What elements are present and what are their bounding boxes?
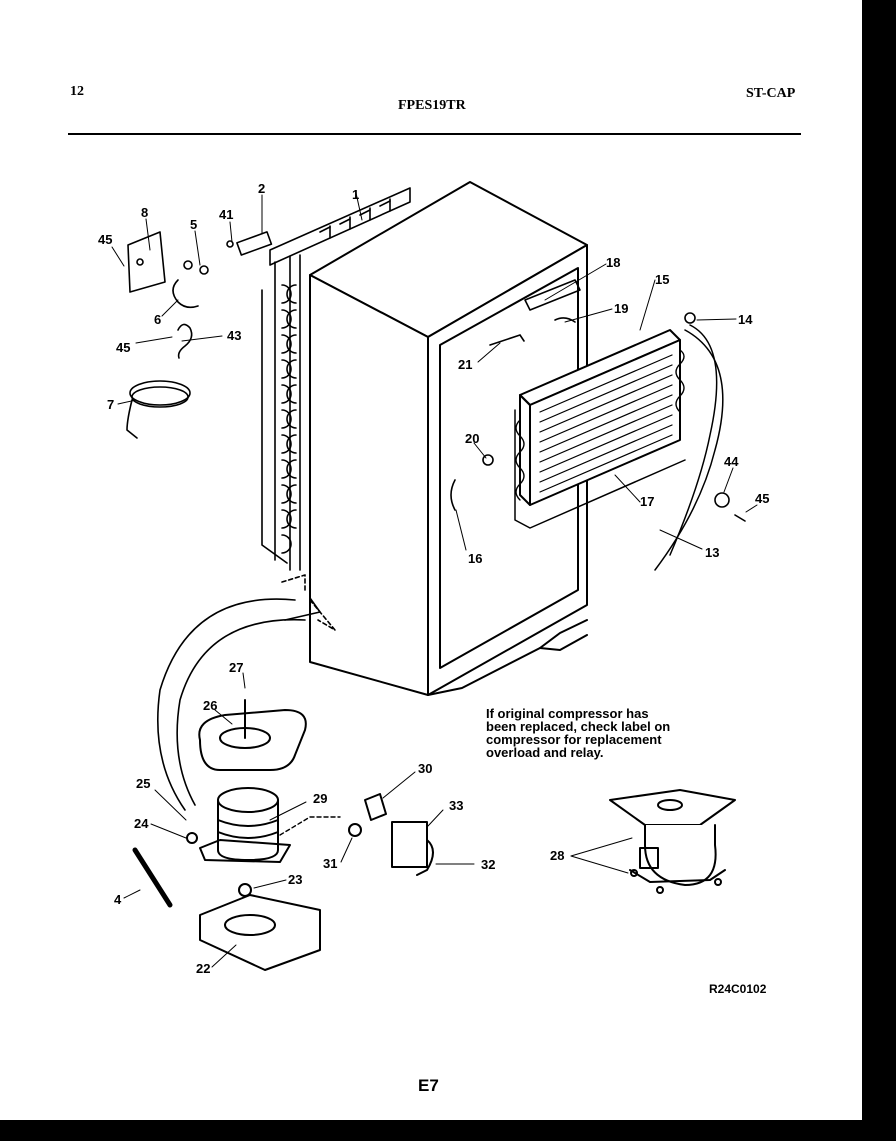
relay-parts-drawing xyxy=(279,793,434,876)
replacement-compressor-drawing xyxy=(609,789,736,894)
callout-16: 16 xyxy=(468,551,482,566)
callout-22: 22 xyxy=(196,961,210,976)
callout-32: 32 xyxy=(481,857,495,872)
note-line-4: overload and relay. xyxy=(486,745,604,760)
callout-44: 44 xyxy=(724,454,739,469)
figure-code: R24C0102 xyxy=(709,982,767,996)
callout-6: 6 xyxy=(154,312,161,327)
bracket-parts-drawing xyxy=(126,231,273,439)
evaporator-drawing xyxy=(514,324,724,571)
parts-sheet: 12 FPES19TR ST-CAP xyxy=(0,0,862,1120)
callout-33: 33 xyxy=(449,798,463,813)
header-rule xyxy=(68,133,801,135)
callout-15: 15 xyxy=(655,272,669,287)
callout-20: 20 xyxy=(465,431,479,446)
note-line-1: If original compressor has xyxy=(486,706,649,721)
cabinet-parts-drawing xyxy=(450,279,746,522)
callout-27: 27 xyxy=(229,660,243,675)
callout-14: 14 xyxy=(738,312,753,327)
callout-2: 2 xyxy=(258,181,265,196)
page-code: E7 xyxy=(418,1076,439,1095)
callout-45a: 45 xyxy=(98,232,112,247)
direction-arrow-drawing xyxy=(157,574,336,811)
callout-4: 4 xyxy=(114,892,122,907)
callout-30: 30 xyxy=(418,761,432,776)
callout-45c: 45 xyxy=(755,491,769,506)
compressor-replacement-note: If original compressor has been replaced… xyxy=(486,707,670,759)
callout-21: 21 xyxy=(458,357,472,372)
model-number: FPES19TR xyxy=(398,98,466,113)
callout-7: 7 xyxy=(107,397,114,412)
page-number: 12 xyxy=(70,84,84,99)
callout-19: 19 xyxy=(614,301,628,316)
callout-26: 26 xyxy=(203,698,217,713)
callout-45b: 45 xyxy=(116,340,130,355)
callout-25: 25 xyxy=(136,776,150,791)
callout-43: 43 xyxy=(227,328,241,343)
callout-13: 13 xyxy=(705,545,719,560)
compressor-drawing xyxy=(132,699,321,971)
cabinet-drawing xyxy=(309,181,588,696)
callout-28: 28 xyxy=(550,848,564,863)
note-line-2: been replaced, check label on xyxy=(486,719,671,734)
callout-23: 23 xyxy=(288,872,302,887)
callout-labels: 2 1 8 41 5 45 6 45 43 7 18 15 19 14 21 2… xyxy=(98,181,769,976)
section-code: ST-CAP xyxy=(746,86,796,101)
callout-29: 29 xyxy=(313,791,327,806)
callout-31: 31 xyxy=(323,856,337,871)
note-line-3: compressor for replacement xyxy=(486,732,662,747)
callout-17: 17 xyxy=(640,494,654,509)
callout-18: 18 xyxy=(606,255,620,270)
condenser-coil-drawing xyxy=(261,187,411,571)
callout-24: 24 xyxy=(134,816,149,831)
callout-5: 5 xyxy=(190,217,197,232)
callout-8: 8 xyxy=(141,205,148,220)
exploded-parts-diagram: 2 1 8 41 5 45 6 45 43 7 18 15 19 14 21 2… xyxy=(98,181,769,976)
callout-1: 1 xyxy=(352,187,359,202)
callout-41: 41 xyxy=(219,207,233,222)
leader-lines xyxy=(111,192,758,968)
